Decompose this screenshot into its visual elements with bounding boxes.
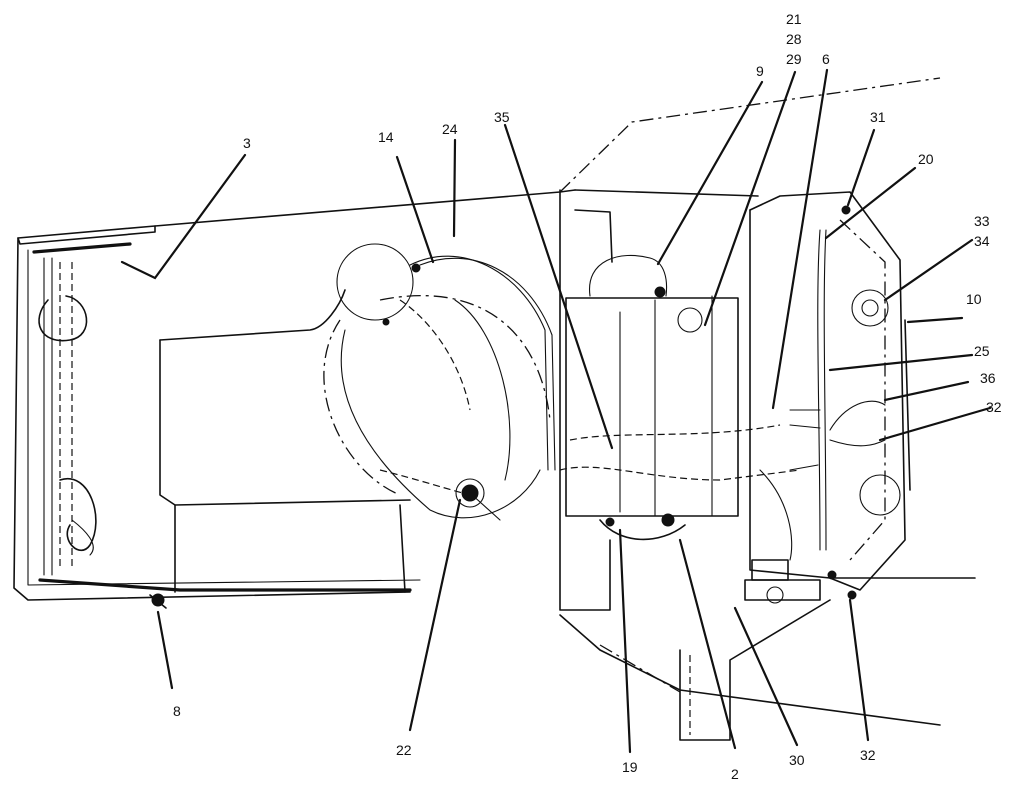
motor-assembly — [559, 209, 801, 541]
callout-3: 3 — [243, 135, 251, 151]
callout-21: 21 — [786, 11, 802, 27]
callout-28: 28 — [786, 31, 802, 47]
callout-33: 33 — [974, 213, 990, 229]
callout-29: 29 — [786, 51, 802, 67]
callout-22: 22 — [396, 742, 412, 758]
front-panel — [32, 242, 412, 609]
leader-lines — [120, 68, 992, 754]
drum-housing — [159, 243, 556, 593]
callout-25: 25 — [974, 343, 990, 359]
callout-10: 10 — [966, 291, 982, 307]
callout-labels: 3 14 24 35 9 21 28 29 6 31 20 33 34 10 2… — [173, 11, 1002, 782]
callout-24: 24 — [442, 121, 458, 137]
callout-32-lower: 32 — [860, 747, 876, 763]
callout-34: 34 — [974, 233, 990, 249]
callout-8: 8 — [173, 703, 181, 719]
callout-36: 36 — [980, 370, 996, 386]
control-panel — [679, 191, 911, 741]
callout-31: 31 — [870, 109, 886, 125]
callout-2: 2 — [731, 766, 739, 782]
callout-30: 30 — [789, 752, 805, 768]
callout-6: 6 — [822, 51, 830, 67]
callout-14: 14 — [378, 129, 394, 145]
callout-35: 35 — [494, 109, 510, 125]
callout-9: 9 — [756, 63, 764, 79]
callout-32-upper: 32 — [986, 399, 1002, 415]
callout-20: 20 — [918, 151, 934, 167]
cabinet-outline — [13, 77, 976, 726]
callout-19: 19 — [622, 759, 638, 775]
